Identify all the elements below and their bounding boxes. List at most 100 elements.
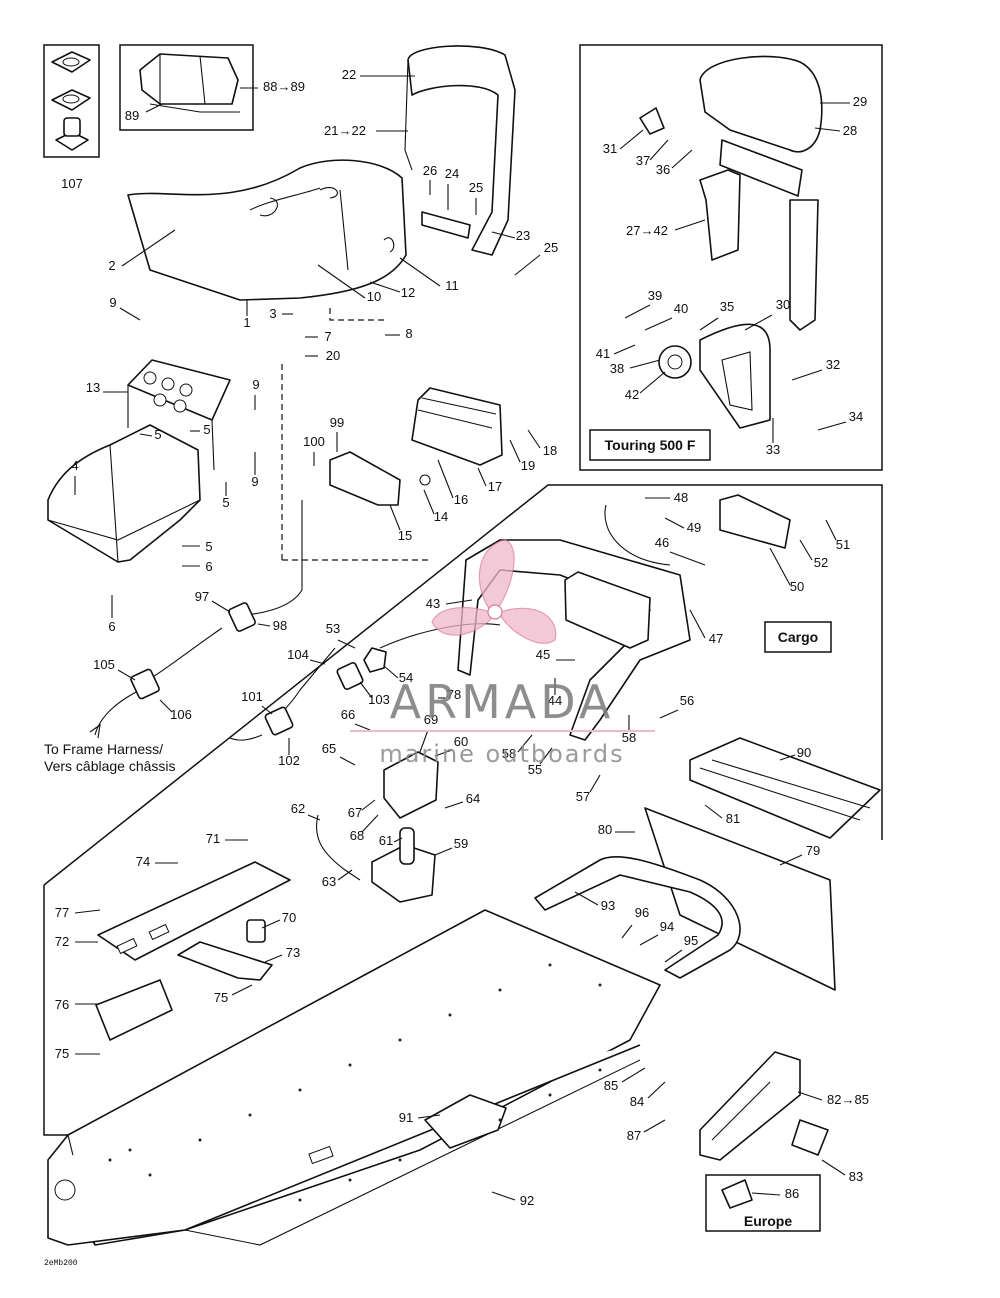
callout-2: 2 (108, 258, 115, 273)
callout-54: 54 (399, 670, 413, 685)
callout-102: 102 (278, 753, 300, 768)
callout-71: 71 (206, 831, 220, 846)
callout-24: 24 (445, 166, 459, 181)
callout-32: 32 (826, 357, 840, 372)
callout-29: 29 (853, 94, 867, 109)
part-side-guard (699, 1051, 829, 1232)
callout-89: 89 (125, 108, 139, 123)
callout-38: 38 (610, 361, 624, 376)
callout-31: 31 (603, 141, 617, 156)
callout-leader (417, 1114, 441, 1119)
callout-13: 13 (86, 380, 100, 395)
callout-76: 76 (55, 997, 69, 1012)
callout-9b: 9 (252, 377, 259, 392)
callout-leader (434, 847, 453, 856)
callout-leader (369, 281, 401, 293)
callout-5d: 5 (205, 539, 212, 554)
callout-97: 97 (195, 589, 209, 604)
callout-6b: 6 (108, 619, 115, 634)
callout-leader (664, 517, 685, 529)
callout-83: 83 (849, 1169, 863, 1184)
callout-55: 55 (528, 762, 542, 777)
callout-leader (145, 103, 163, 113)
frame-cargo-outline (43, 484, 883, 886)
callout-leader (791, 369, 823, 381)
callout-23: 23 (516, 228, 530, 243)
callout-30: 30 (776, 297, 790, 312)
callout-leader (643, 1119, 666, 1133)
callout-69: 69 (424, 712, 438, 727)
frame-lower-left (43, 885, 68, 1136)
callout-leader (671, 149, 693, 169)
callout-leader (825, 519, 837, 541)
callout-9a: 9 (109, 295, 116, 310)
callout-leader (337, 639, 356, 649)
callout-leader (639, 934, 659, 946)
callout-5b: 5 (203, 422, 210, 437)
callout-106: 106 (170, 707, 192, 722)
callout-59: 59 (454, 836, 468, 851)
callout-25a: 25 (469, 180, 483, 195)
callout-3: 3 (269, 306, 276, 321)
callout-leader (354, 723, 371, 731)
callout-leader (574, 891, 599, 906)
callout-leader (477, 467, 487, 487)
callout-leader (669, 551, 706, 566)
callout-2742: 27→42 (626, 223, 668, 238)
callout-leader (159, 699, 173, 713)
callout-leader (704, 804, 723, 819)
callout-104: 104 (287, 647, 309, 662)
callout-74: 74 (136, 854, 150, 869)
callout-leader (647, 1081, 666, 1099)
callout-leader (119, 307, 141, 321)
callout-37: 37 (636, 153, 650, 168)
part-rack-13 (127, 359, 231, 471)
box-label-touring: Touring 500 F (589, 429, 711, 461)
callout-leader (821, 1159, 846, 1176)
callout-leader (339, 756, 356, 766)
callout-leader (383, 665, 399, 679)
callout-51: 51 (836, 537, 850, 552)
callout-92: 92 (520, 1193, 534, 1208)
callout-77: 77 (55, 905, 69, 920)
callout-leader (649, 139, 669, 161)
part-touring-backrest (639, 55, 823, 429)
callout-66: 66 (341, 707, 355, 722)
callout-leader (117, 669, 136, 681)
callout-leader (261, 705, 273, 715)
callout-leader (139, 433, 153, 437)
callout-leader (307, 814, 321, 821)
frame-touring (579, 44, 883, 471)
callout-leader (491, 231, 516, 239)
callout-75b: 75 (55, 1046, 69, 1061)
part-88-89-pad (139, 53, 240, 113)
callout-79: 79 (806, 843, 820, 858)
frame-107 (43, 44, 100, 158)
callout-107: 107 (61, 176, 83, 191)
callout-leader (689, 609, 706, 639)
callout-leader (261, 919, 281, 929)
callout-34: 34 (849, 409, 863, 424)
callout-61: 61 (379, 833, 393, 848)
callout-17: 17 (488, 479, 502, 494)
europe-label: Europe (744, 1213, 792, 1229)
propeller-logo (431, 539, 557, 644)
watermark-brand: ARMADA (390, 675, 615, 729)
callout-7: 7 (324, 329, 331, 344)
callout-85: 85 (604, 1078, 618, 1093)
callout-leader (337, 869, 353, 881)
callout-leader (231, 984, 253, 996)
callout-leader (539, 747, 553, 765)
callout-91: 91 (399, 1110, 413, 1125)
callout-95: 95 (684, 933, 698, 948)
part-taillight (329, 387, 503, 506)
callout-leader (699, 317, 719, 331)
callout-75a: 75 (214, 990, 228, 1005)
callout-57: 57 (576, 789, 590, 804)
callout-leader (624, 304, 651, 319)
callout-53: 53 (326, 621, 340, 636)
callout-48: 48 (674, 490, 688, 505)
callout-96: 96 (635, 905, 649, 920)
